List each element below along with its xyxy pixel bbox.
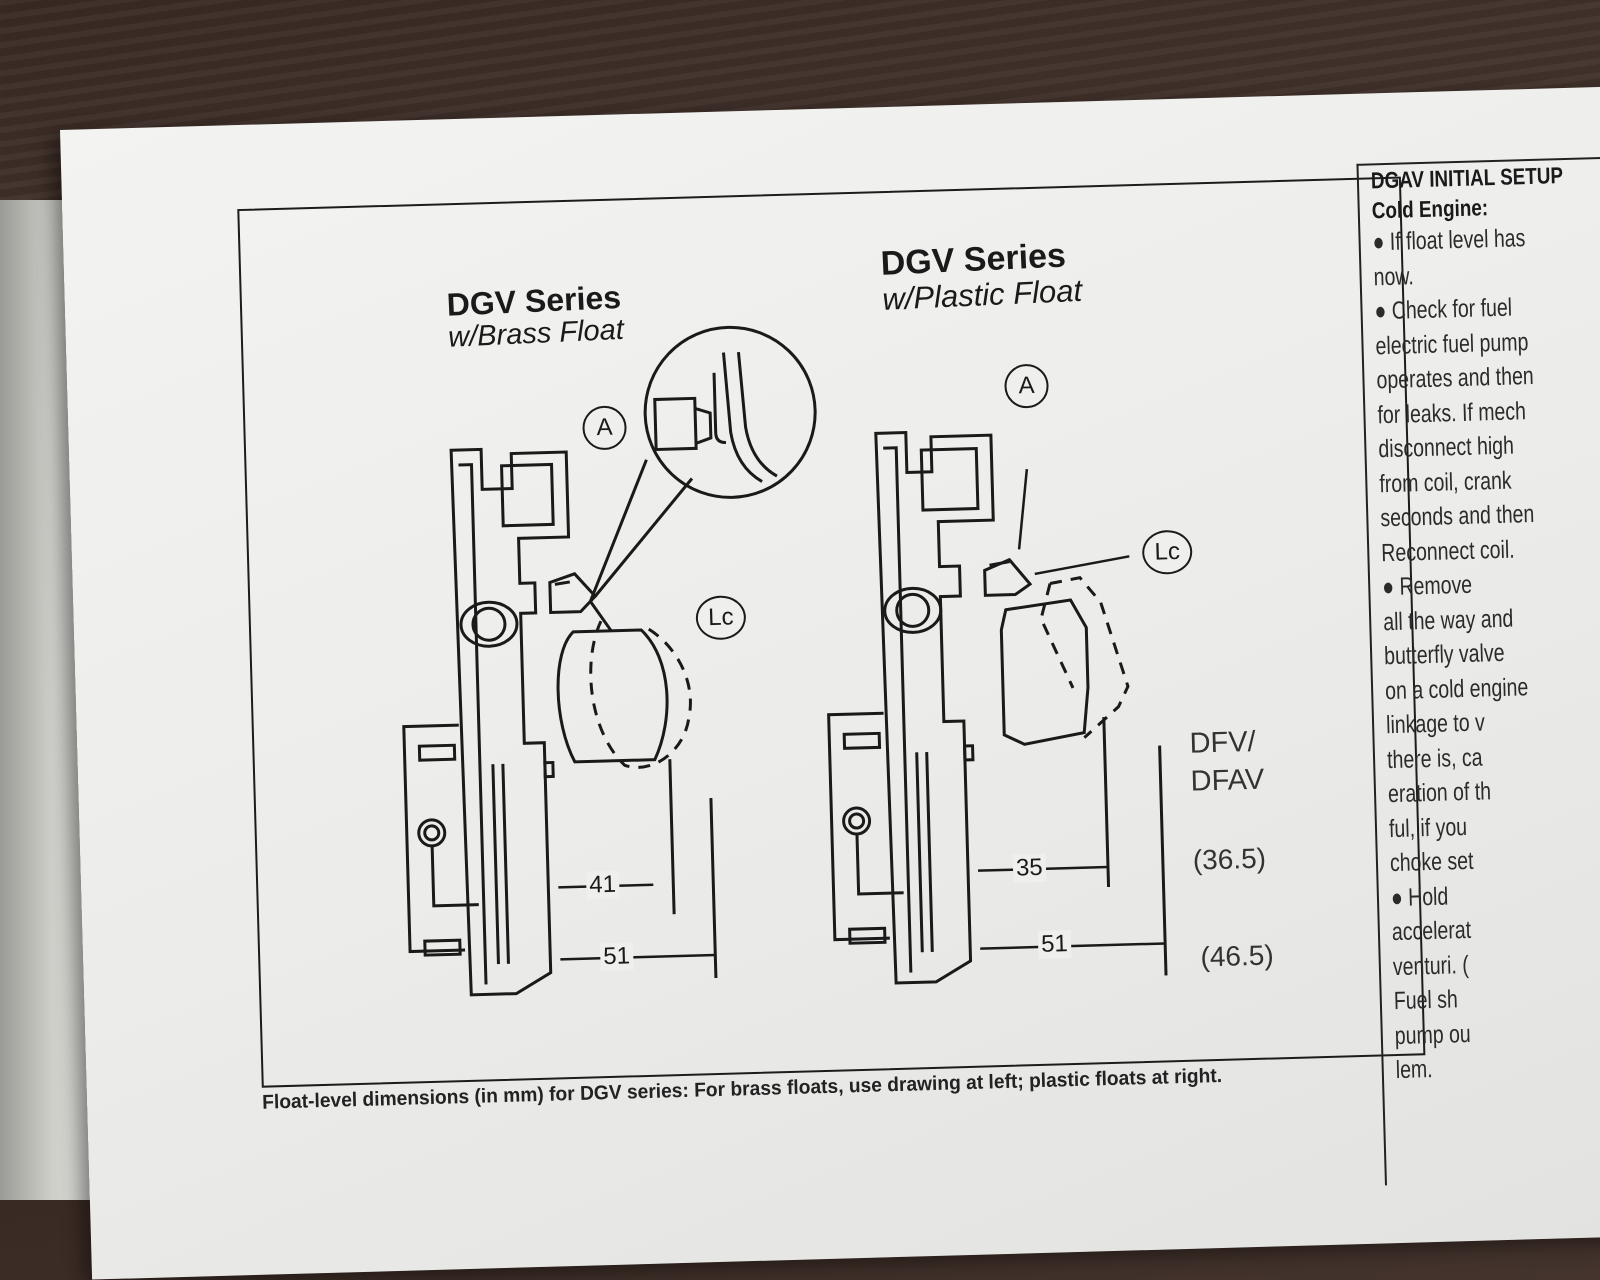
body-line: pump ou (1394, 1019, 1472, 1050)
left-dim-51: 51 (599, 942, 634, 972)
alt-dim-36-5: (36.5) (1192, 842, 1267, 876)
dfv-label: DFV/ (1189, 725, 1257, 760)
right-carburetor-drawing (827, 430, 1168, 985)
body-line: ● Remove (1381, 570, 1473, 602)
dfav-label: DFAV (1190, 763, 1265, 798)
body-line: electric fuel pump (1375, 327, 1529, 360)
right-text-column: DGAV INITIAL SETUP Cold Engine: ● If flo… (1356, 156, 1600, 1186)
body-line: operates and then (1376, 361, 1535, 395)
body-line: eration of th (1387, 777, 1492, 809)
right-title-group: DGV Series w/Plastic Float (880, 236, 1083, 318)
alt-dim-46-5: (46.5) (1200, 939, 1275, 973)
column-body: ● If float level has now. ● Check for fu… (1372, 219, 1600, 1088)
body-line: all the way and (1382, 604, 1514, 636)
body-line: accelerat (1391, 915, 1472, 947)
body-line: ● Check for fuel (1374, 293, 1513, 326)
body-line: butterfly valve (1383, 638, 1505, 671)
body-line: Reconnect coil. (1380, 535, 1515, 567)
body-line: Fuel sh (1393, 985, 1459, 1016)
dfv-dfav-label: DFV/ DFAV (1189, 723, 1265, 801)
body-line: for leaks. If mech (1377, 396, 1527, 429)
body-line: ● If float level has (1372, 224, 1526, 257)
body-line: choke set (1389, 846, 1474, 878)
body-line: from coil, crank (1379, 466, 1512, 498)
body-line: ful, if you (1388, 812, 1468, 843)
right-dim-35: 35 (1012, 853, 1047, 883)
body-line: linkage to v (1385, 708, 1486, 740)
body-line: on a cold engine (1384, 672, 1529, 705)
body-line: there is, ca (1386, 743, 1483, 774)
left-title-group: DGV Series w/Brass Float (446, 279, 625, 355)
body-line: seconds and then (1379, 499, 1535, 533)
left-dim-41: 41 (585, 870, 620, 900)
body-line: disconnect high (1378, 431, 1515, 464)
body-line: ● Hold (1390, 882, 1449, 912)
body-line: now. (1373, 261, 1415, 291)
figure-frame: DGV Series w/Brass Float A Lc 41 51 DGV … (237, 176, 1426, 1088)
book-page: DGV Series w/Brass Float A Lc 41 51 DGV … (60, 85, 1600, 1280)
body-line: venturi. ( (1392, 950, 1470, 981)
right-dim-51: 51 (1037, 930, 1072, 960)
body-line: lem. (1395, 1055, 1433, 1085)
